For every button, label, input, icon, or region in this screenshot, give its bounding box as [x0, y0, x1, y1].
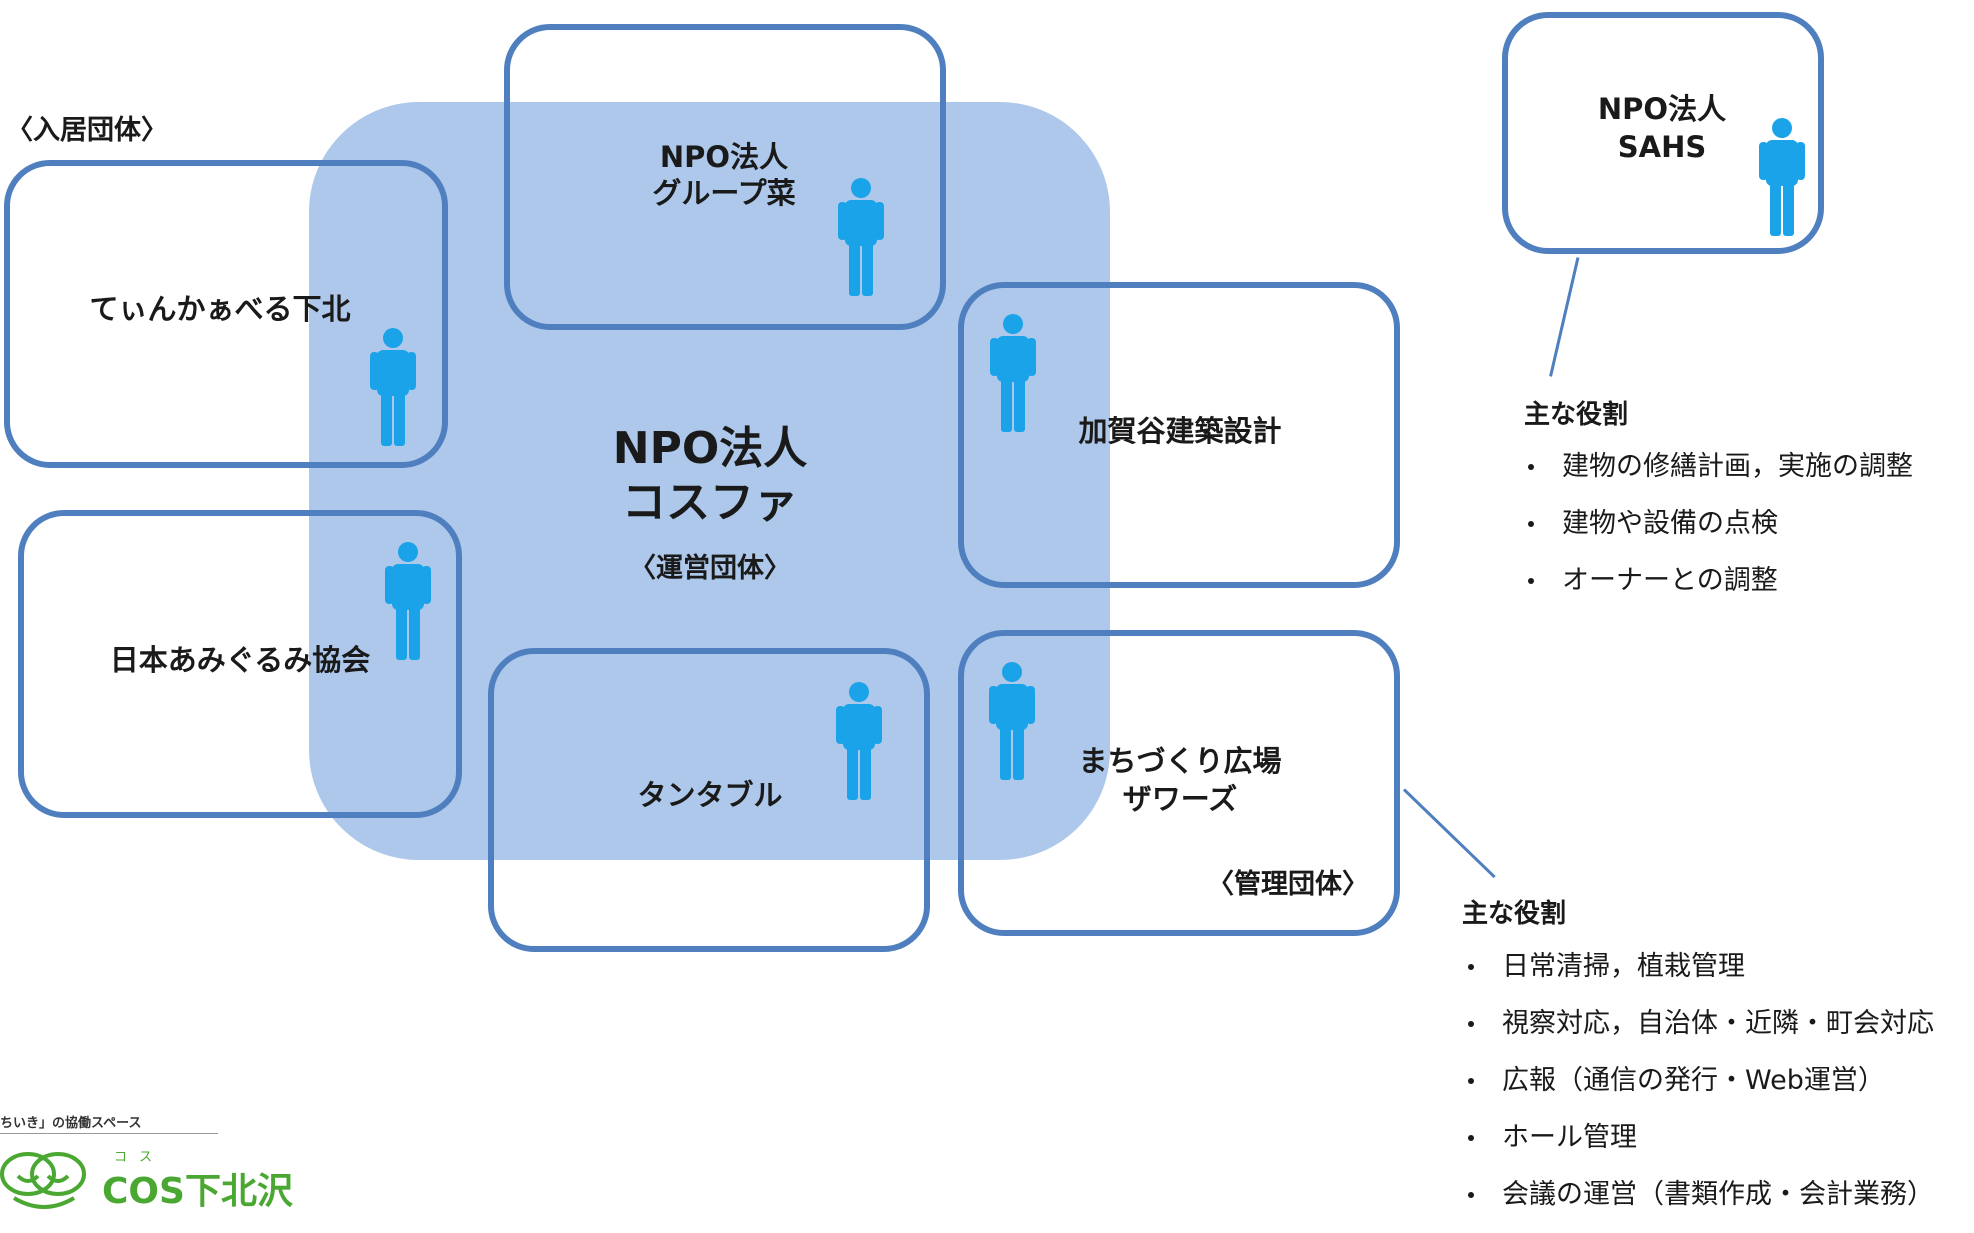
- logo-ruby: コ ス: [114, 1150, 157, 1165]
- zawazu-roles-list: 日常清掃，植栽管理 視察対応，自治体・近隣・町会対応 広報（通信の発行・Web運…: [1462, 948, 1934, 1233]
- center-title-line1: NPO法人: [612, 423, 808, 474]
- list-item: 広報（通信の発行・Web運営）: [1462, 1062, 1934, 1119]
- box-tiinkaaberu: [4, 160, 448, 468]
- logo: ちいき」の協働スペース コ ス COS下北沢: [0, 1100, 293, 1212]
- label-machidukuri-line2: ザワーズ: [1122, 782, 1238, 816]
- person-icon: [385, 542, 431, 660]
- person-icon: [989, 662, 1035, 780]
- box-machidukuri: [958, 630, 1400, 936]
- sahs-roles-title: 主な役割: [1524, 400, 1629, 430]
- center-title-line2: コスファ: [622, 477, 798, 528]
- label-sahs-line1: NPO法人: [1597, 92, 1727, 126]
- box-nihon-amiguru: [18, 510, 462, 818]
- logo-tagline: ちいき」の協働スペース: [0, 1116, 142, 1131]
- box-group-na: [504, 24, 946, 330]
- zawazu-roles-title: 主な役割: [1462, 899, 1567, 929]
- list-item: 日常清掃，植栽管理: [1462, 948, 1934, 1005]
- label-group-na-line1: NPO法人: [659, 140, 789, 174]
- list-item: 会議の運営（書類作成・会計業務）: [1462, 1176, 1934, 1233]
- logo-mark-icon: [0, 1152, 86, 1209]
- person-icon: [836, 682, 882, 800]
- box-kagaya: [958, 282, 1400, 588]
- label-tantaburu: タンタブル: [637, 778, 783, 812]
- connector-line-sahs: [1549, 257, 1580, 377]
- connector-line-zawazu: [1402, 788, 1496, 879]
- label-machidukuri-line1: まちづくり広場: [1078, 744, 1282, 778]
- center-subtitle: 〈運営団体〉: [629, 553, 791, 584]
- label-management-org: 〈管理団体〉: [1207, 869, 1369, 900]
- person-icon: [370, 328, 416, 446]
- person-icon: [1759, 118, 1805, 236]
- label-sahs-line2: SAHS: [1617, 130, 1707, 164]
- label-kagaya: 加賀谷建築設計: [1078, 414, 1282, 448]
- list-item: ホール管理: [1462, 1119, 1934, 1176]
- tenant-header: 〈入居団体〉: [6, 115, 168, 146]
- logo-divider: [0, 1133, 218, 1134]
- list-item: 建物や設備の点検: [1522, 505, 1913, 562]
- person-icon: [838, 178, 884, 296]
- sahs-roles-list: 建物の修繕計画，実施の調整 建物や設備の点検 オーナーとの調整: [1522, 448, 1913, 619]
- box-sahs: [1502, 12, 1824, 254]
- box-tantaburu: [488, 648, 930, 952]
- label-group-na-line2: グループ菜: [652, 176, 796, 210]
- person-icon: [990, 314, 1036, 432]
- label-tiinkaaberu: てぃんかぁべる下北: [89, 292, 351, 326]
- list-item: 建物の修繕計画，実施の調整: [1522, 448, 1913, 505]
- logo-name: COS下北沢: [102, 1171, 293, 1212]
- list-item: オーナーとの調整: [1522, 562, 1913, 619]
- label-nihon-amiguru: 日本あみぐるみ協会: [109, 643, 371, 677]
- list-item: 視察対応，自治体・近隣・町会対応: [1462, 1005, 1934, 1062]
